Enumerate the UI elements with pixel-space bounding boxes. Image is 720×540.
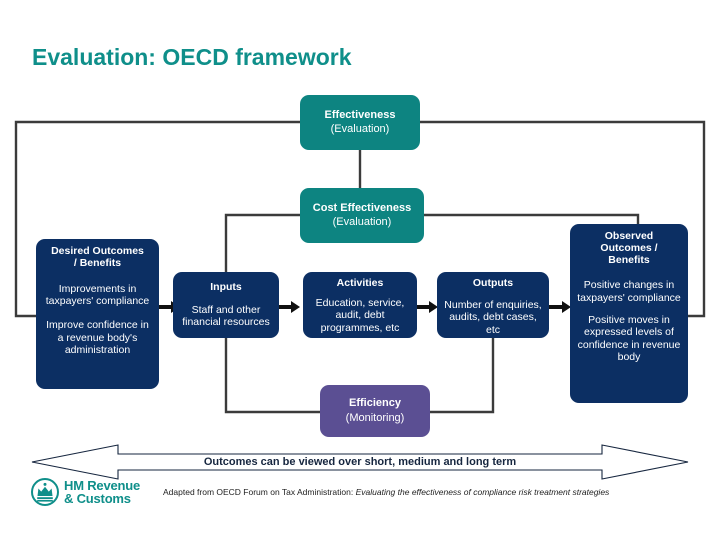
box-observed-outcomes[interactable]: Observed Outcomes / Benefits Positive ch… (570, 224, 688, 403)
box-efficiency-heading: Efficiency (349, 397, 401, 410)
footer-note-italic: Evaluating the effectiveness of complian… (355, 487, 610, 497)
box-inputs-heading: Inputs (210, 281, 242, 293)
crown-in-circle-icon (30, 477, 60, 507)
box-effectiveness[interactable]: Effectiveness (Evaluation) (300, 95, 420, 150)
box-outputs[interactable]: Outputs Number of enquiries, audits, deb… (437, 272, 549, 338)
box-desired-outcomes[interactable]: Desired Outcomes / Benefits Improvements… (36, 239, 159, 389)
box-effectiveness-heading: Effectiveness (324, 108, 396, 121)
box-activities-heading: Activities (336, 277, 384, 289)
box-desired-outcomes-heading-line1: Desired Outcomes (51, 245, 144, 257)
box-observed-outcomes-heading-line3: Benefits (608, 253, 650, 266)
hmrc-logo-line2: & Customs (64, 491, 131, 506)
box-observed-outcomes-heading-line2: Outcomes / (600, 241, 658, 254)
box-desired-outcomes-body2: Improve confidence in a revenue body's a… (46, 319, 149, 356)
box-observed-outcomes-body1: Positive changes in taxpayers' complianc… (577, 279, 681, 304)
footer-note: Adapted from OECD Forum on Tax Administr… (163, 487, 708, 497)
box-desired-outcomes-heading: Desired Outcomes / Benefits (51, 245, 144, 270)
box-efficiency-sub: (Monitoring) (345, 411, 405, 424)
box-activities[interactable]: Activities Education, service, audit, de… (303, 272, 417, 338)
box-efficiency[interactable]: Efficiency (Monitoring) (320, 385, 430, 437)
box-outputs-heading: Outputs (472, 277, 514, 289)
box-inputs-body: Staff and other financial resources (182, 303, 270, 329)
box-cost-effectiveness[interactable]: Cost Effectiveness (Evaluation) (300, 188, 424, 243)
box-effectiveness-sub: (Evaluation) (330, 123, 390, 136)
box-cost-effectiveness-heading: Cost Effectiveness (312, 201, 412, 214)
box-observed-outcomes-heading-line1: Observed (604, 230, 654, 242)
timeframe-banner (31, 444, 689, 480)
footer-note-plain: Adapted from OECD Forum on Tax Administr… (163, 487, 356, 497)
box-outputs-body: Number of enquiries, audits, debt cases,… (444, 298, 542, 336)
box-desired-outcomes-heading-line2: / Benefits (73, 256, 122, 269)
box-inputs[interactable]: Inputs Staff and other financial resourc… (173, 272, 279, 338)
box-cost-effectiveness-sub: (Evaluation) (332, 216, 392, 229)
box-observed-outcomes-heading: Observed Outcomes / Benefits (600, 230, 658, 266)
hmrc-logo: HM Revenue & Customs (30, 474, 160, 510)
box-desired-outcomes-body1: Improvements in taxpayers' compliance (45, 282, 150, 307)
page-title: Evaluation: OECD framework (32, 44, 352, 70)
box-activities-body: Education, service, audit, debt programm… (315, 296, 405, 334)
box-observed-outcomes-body2: Positive moves in expressed levels of co… (577, 314, 681, 364)
hmrc-logo-text: HM Revenue & Customs (64, 479, 140, 506)
hmrc-logo-line1: HM Revenue (64, 477, 141, 493)
